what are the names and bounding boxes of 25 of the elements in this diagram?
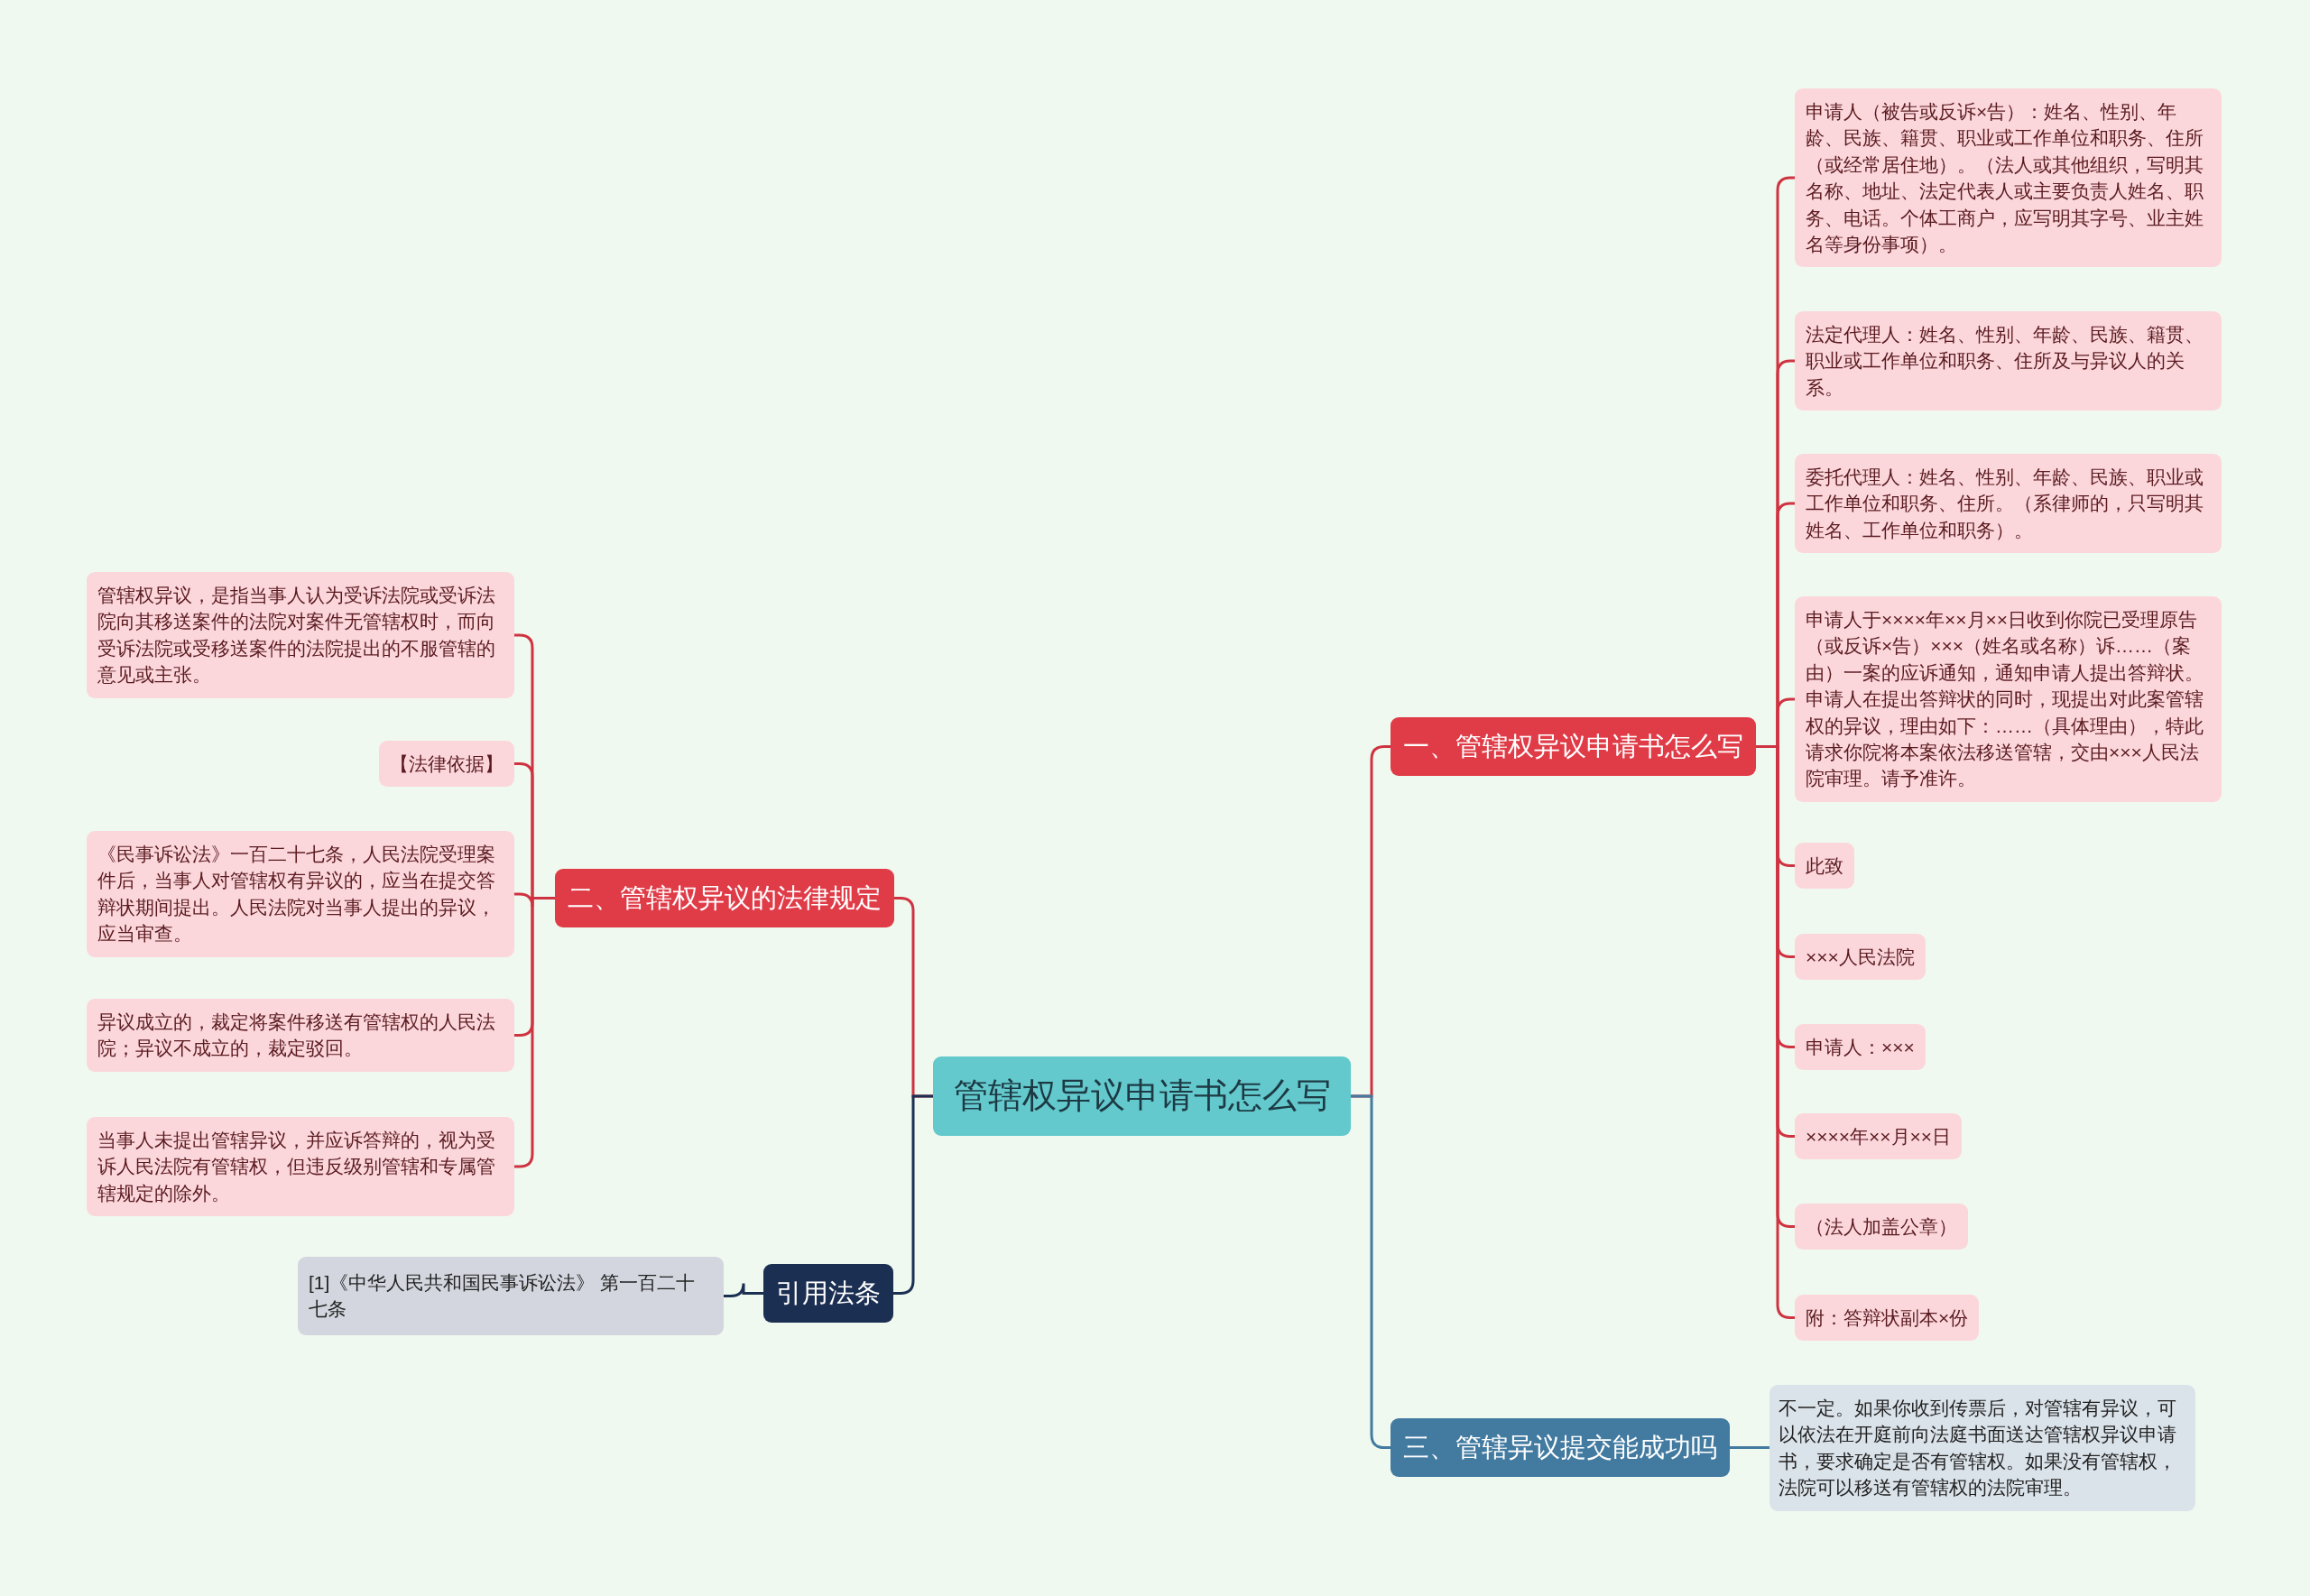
subtopic-box: （法人加盖公章） bbox=[1795, 1204, 1968, 1250]
branch-topic-box: 引用法条 bbox=[763, 1264, 893, 1323]
subtopic-box: ×××人民法院 bbox=[1795, 934, 1926, 981]
subtopic-box: 申请人：××× bbox=[1795, 1024, 1926, 1071]
connector-line bbox=[893, 1094, 933, 1295]
subtopic-box: ××××年××月××日 bbox=[1795, 1113, 1963, 1160]
subtopic-box: 不一定。如果你收到传票后，对管辖有异议，可以依法在开庭前向法庭书面送达管辖权异议申请书，要求确定是否有管辖权。如果没有管辖权，法院可以移送有管辖权的法院审理。 bbox=[1769, 1385, 2195, 1511]
connector-line bbox=[724, 1282, 763, 1297]
branch-topic-box: 二、管辖权异议的法律规定 bbox=[555, 869, 894, 927]
connector-line bbox=[1730, 1446, 1769, 1449]
subtopic-box: 申请人（被告或反诉×告）：姓名、性别、年龄、民族、籍贯、职业或工作单位和职务、住所（或经常居住地）。（法人或其他组织，写明其名称、地址、法定代表人或主要负责人姓名、职务、电话。个体工商户，应写明其字号、业主姓名等身份事项）。 bbox=[1795, 88, 2222, 268]
subtopic-box: 异议成立的，裁定将案件移送有管辖权的人民法院；异议不成立的，裁定驳回。 bbox=[87, 999, 514, 1072]
branch-topic-box: 一、管辖权异议申请书怎么写 bbox=[1391, 717, 1756, 776]
central-topic-box: 管辖权异议申请书怎么写 bbox=[933, 1056, 1351, 1136]
subtopic-box: 附：答辩状副本×份 bbox=[1795, 1295, 1980, 1342]
subtopic-box: 【法律依据】 bbox=[379, 741, 514, 788]
subtopic-box: [1]《中华人民共和国民事诉讼法》 第一百二十七条 bbox=[298, 1257, 724, 1335]
subtopic-box: 此致 bbox=[1795, 843, 1854, 890]
branch-topic-box: 三、管辖异议提交能成功吗 bbox=[1391, 1418, 1730, 1477]
subtopic-box: 法定代理人：姓名、性别、年龄、民族、籍贯、职业或工作单位和职务、住所及与异议人的关系。 bbox=[1795, 311, 2222, 411]
subtopic-box: 当事人未提出管辖异议，并应诉答辩的，视为受诉人民法院有管辖权，但违反级别管辖和专属管辖规定的除外。 bbox=[87, 1117, 514, 1217]
subtopic-box: 管辖权异议，是指当事人认为受诉法院或受诉法院向其移送案件的法院对案件无管辖权时，而向受诉法院或受移送案件的法院提出的不服管辖的意见或主张。 bbox=[87, 572, 514, 698]
subtopic-box: 申请人于××××年××月××日收到你院已受理原告（或反诉×告）×××（姓名或名称）诉……（案由）一案的应诉通知，通知申请人提出答辩状。申请人在提出答辩状的同时，现提出对此案管辖权的异议，理由如下：……（具体理由），特此请求你院将本案依法移送管辖，交由×××人民法院审理。请予准许。 bbox=[1795, 596, 2222, 802]
subtopic-box: 《民事诉讼法》一百二十七条，人民法院受理案件后，当事人对管辖权有异议的，应当在提交答辩状期间提出。人民法院对当事人提出的异议，应当审查。 bbox=[87, 831, 514, 957]
subtopic-box: 委托代理人：姓名、性别、年龄、民族、职业或工作单位和职务、住所。（系律师的，只写明其姓名、工作单位和职务）。 bbox=[1795, 454, 2222, 554]
